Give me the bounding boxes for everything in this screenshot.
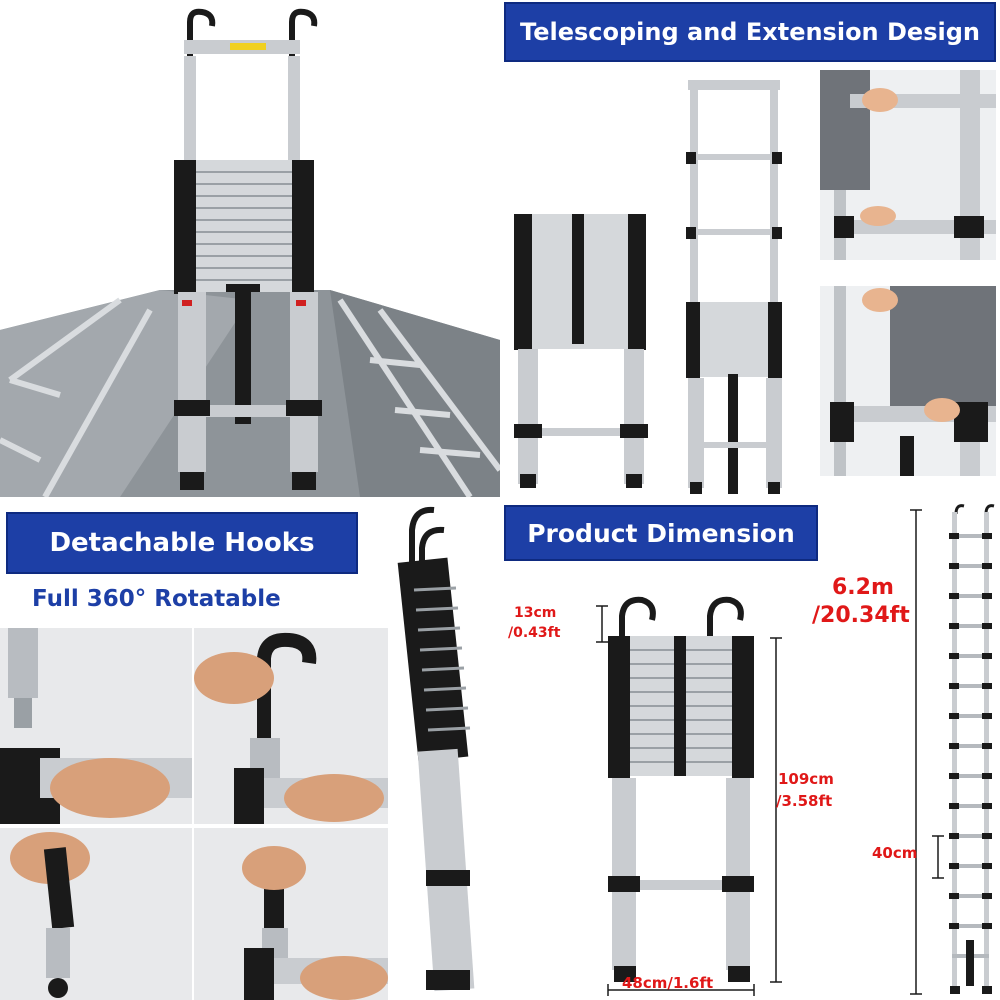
extended-ladder [686,80,782,494]
roof-scene-illustration [0,0,500,497]
collapsed-height-cm: 109cm [778,770,834,788]
extend-hands-photo-top [820,70,996,260]
extended-ladder-panel [900,500,1000,1000]
hook-height-cm: 13cm [514,605,557,621]
hook-step-4-illustration [194,828,388,1000]
hook-icon [257,632,317,738]
collapsed-ladder [514,214,648,488]
dimension-banner-text: Product Dimension [527,518,795,548]
hook-step-1 [0,628,192,824]
dimension-ladder-illustration [504,566,804,1000]
extend-hands-top-illustration [820,70,996,260]
hook-step-2 [194,628,388,824]
dimension-ladder-panel [504,566,804,1000]
extend-hands-bottom-illustration [820,286,996,476]
right-roof-ladder [337,298,500,497]
hook-step-3-illustration [0,828,192,1000]
left-roof-ladder [0,297,153,497]
side-ladder-illustration [390,500,502,1000]
hook-step-3 [0,828,192,1000]
telescoping-banner: Telescoping and Extension Design [504,2,996,62]
collapsed-height-ft: /3.58ft [776,792,833,810]
extended-height-m: 6.2m [832,575,894,600]
side-ladder-with-hooks [390,500,502,1000]
dimension-banner: Product Dimension [504,505,818,561]
hooks-banner-text: Detachable Hooks [49,528,315,558]
extended-height-ft: /20.34ft [812,603,910,628]
rotatable-subtitle: Full 360° Rotatable [32,586,281,612]
telescoping-ladders-illustration [504,64,814,497]
telescoping-banner-text: Telescoping and Extension Design [520,18,980,46]
hook-height-ft: /0.43ft [508,625,561,641]
rung-spacing-label: 40cm [872,844,918,862]
hook-step-2-illustration [194,628,388,824]
width-label: 48cm/1.6ft [622,974,714,992]
main-ladder [174,8,322,490]
hooks-banner: Detachable Hooks [6,512,358,574]
telescoping-ladders-panel [504,64,814,497]
hand-icon [50,758,170,818]
hook-step-4 [194,828,388,1000]
extended-ladder-illustration [900,500,1000,1000]
hand-icon [862,88,898,112]
extend-hands-photo-bottom [820,286,996,476]
roof-scene-panel [0,0,500,497]
hook-step-1-illustration [0,628,192,824]
